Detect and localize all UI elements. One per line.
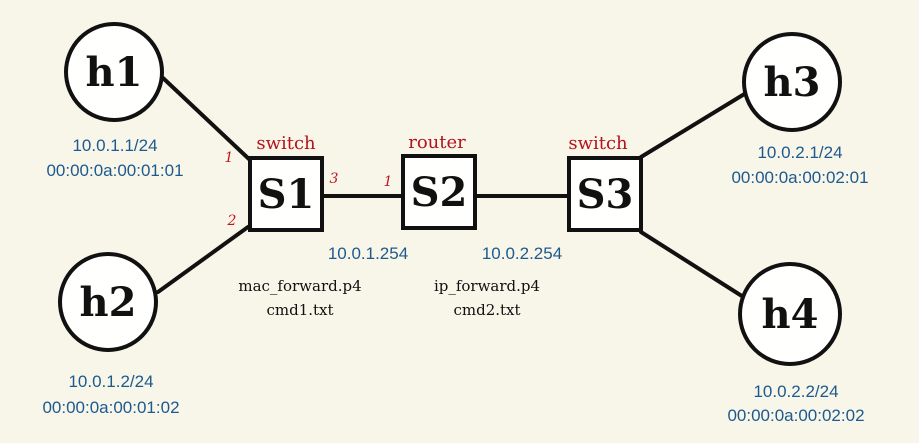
device-s3-label: S3 [577,171,634,218]
host-h2-ip: 10.0.1.2/24 [68,372,153,391]
host-h4-label: h4 [762,291,819,338]
device-s2-role: router [408,132,466,153]
device-s1-role: switch [256,133,316,154]
host-h4-ip: 10.0.2.2/24 [753,382,838,401]
host-h1-mac: 00:00:0a:00:01:01 [46,161,183,180]
host-h1-label: h1 [86,49,143,96]
device-s3-box [567,156,643,232]
link-h2-s1 [156,225,250,294]
host-h2: h2 [58,252,158,352]
port-s1-h1: 1 [225,150,234,166]
link-s3-h3 [639,88,753,159]
device-s1-box [248,156,324,232]
device-s2-box [401,154,477,230]
host-h2-label: h2 [80,279,137,326]
device-s2-commands: cmd2.txt [453,301,520,319]
host-h1-ip: 10.0.1.1/24 [72,136,157,155]
host-h4-circle [738,262,842,366]
host-h3: h3 [742,32,842,132]
host-h3-mac: 00:00:0a:00:02:01 [731,168,868,187]
host-h3-label: h3 [764,59,821,106]
device-s3-role: switch [568,133,628,154]
device-s1-commands: cmd1.txt [266,301,333,319]
host-h2-mac: 00:00:0a:00:01:02 [42,398,179,417]
link-s3-h4 [639,230,747,300]
device-s3: S3 [567,156,643,232]
device-s2-program: ip_forward.p4 [434,277,540,295]
host-h4: h4 [738,262,842,366]
host-h4-mac: 00:00:0a:00:02:02 [727,406,864,425]
host-h3-circle [742,32,842,132]
link-h1-s1 [161,76,252,162]
device-s1-label: S1 [258,171,315,218]
port-s1-s2: 3 [330,171,339,187]
port-s1-h2: 2 [227,213,237,229]
gateway-net1: 10.0.1.254 [328,244,408,263]
device-s2-label: S2 [411,169,468,216]
device-s1: S1 [248,156,324,232]
host-h1: h1 [64,22,164,122]
gateway-net2: 10.0.2.254 [482,244,562,263]
host-h3-ip: 10.0.2.1/24 [757,143,842,162]
port-s2-s1: 1 [384,174,393,190]
device-s1-program: mac_forward.p4 [238,277,361,295]
host-h1-circle [64,22,164,122]
device-s2: S2 [401,154,477,230]
host-h2-circle [58,252,158,352]
